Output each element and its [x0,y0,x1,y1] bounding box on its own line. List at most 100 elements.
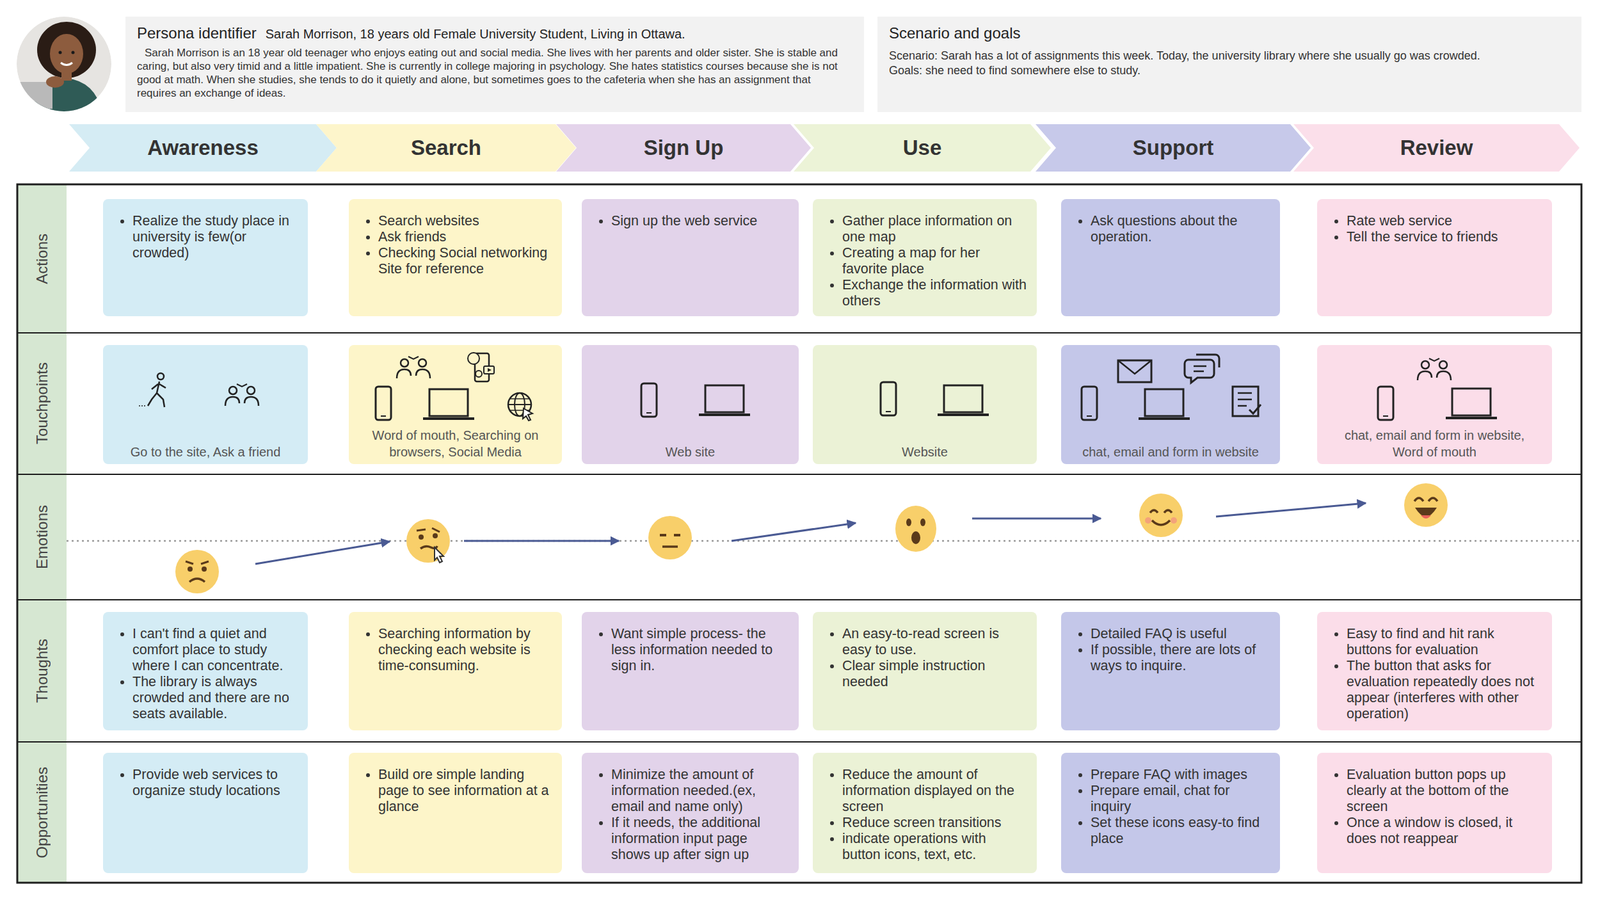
smiling-face [1150,510,1172,513]
grid-frame [17,473,1582,475]
chevron-fill [793,124,1051,172]
journey-card: Rate web serviceTell the service to frie… [1317,199,1552,317]
bullet-text: If it needs, the additional information … [611,814,790,863]
chevron-fill [556,124,811,172]
phase-title: Sign Up [643,135,724,160]
bullet-list: Ask questions about the operation. [1067,213,1272,246]
bullet-text: Realize the study place in university is… [132,213,299,262]
sad-face [187,566,193,572]
row-label-band: Emotions [17,474,67,600]
row-title: Touchpoints [33,362,52,445]
bullet-text: Set these icons easy-to find place [1090,814,1272,847]
row-label-band: Thoughts [17,599,67,742]
chevron-fill [316,124,576,172]
bullet-text: Gather place information on one map [842,213,1028,246]
bullet-list: Evaluation button pops up clearly at the… [1323,766,1544,847]
touchpoint-card: Word of mouth, Searching on browsers, So… [348,344,562,464]
surprised-face [911,531,921,544]
emotion-curve [255,541,390,564]
surprised-face [906,518,912,527]
smiling-face [1144,517,1152,524]
touchpoint-card: chat, email and form in website, Word of… [1317,344,1552,464]
phase-title: Review [1400,135,1474,160]
persona-photo [16,81,53,109]
confused-face [434,547,444,563]
bullet-list: Realize the study place in university is… [109,213,299,262]
box-heading: Persona identifier [136,24,257,42]
emotion-curve [972,517,1101,520]
bullet-text: The button that asks for evaluation repe… [1346,657,1544,722]
persona-photo [60,62,73,66]
journey-card: Build ore simple landing page to see inf… [348,752,562,873]
confused-face [406,519,450,563]
bullet-text: Minimize the amount of information neede… [611,766,790,815]
smiling-face [1170,517,1177,524]
phase-title: Awareness [147,135,259,160]
grid-frame [17,599,1582,601]
bullet-text: Tell the service to friends [1346,229,1544,246]
phase-chevron: Use [793,124,1051,172]
row-title: Emotions [33,504,52,569]
bullet-list: I can't find a quiet and comfort place t… [109,625,299,722]
smiling-face [1152,520,1170,525]
bullet-text: If possible, there are lots of ways to i… [1090,641,1272,674]
bullet-text: Search websites [378,213,553,230]
box-heading: Scenario and goals [888,24,1570,43]
confused-face [432,533,438,539]
bullet-list: Search websitesAsk friendsChecking Socia… [355,213,553,278]
phase-title: Support [1132,135,1214,160]
bullet-list: An easy-to-read screen is easy to use.Cl… [819,625,1028,690]
bullet-text: Clear simple instruction needed [842,657,1028,690]
persona-photo [30,78,103,116]
journey-card: Prepare FAQ with imagesPrepare email, ch… [1061,752,1280,873]
persona-photo [71,51,75,55]
touchpoint-text: chat, email and form in website [1082,443,1259,461]
journey-card: Detailed FAQ is usefulIf possible, there… [1061,611,1280,731]
bullet-text: Creating a map for her favorite place [842,245,1028,278]
grid-frame [17,184,1582,883]
bullet-text: Searching information by checking each w… [378,625,553,674]
confused-face [418,534,424,540]
bullet-text: Sign up the web service [611,213,790,230]
row-title: Thoughts [33,638,52,703]
bullet-text: Prepare FAQ with images [1090,766,1272,783]
chevron-fill [1293,124,1580,172]
phase-title: Search [410,135,482,160]
journey-card: Provide web services to organize study l… [103,752,308,873]
row-label-band: Opportunities [17,741,67,883]
surprised-face [920,518,926,527]
bullet-text: Ask friends [378,229,553,246]
bullet-text: indicate operations with button icons, t… [842,830,1028,863]
sad-face [175,549,219,594]
bullet-text: Reduce screen transitions [842,814,1028,831]
phase-chevron: Awareness [69,124,337,172]
phase-chevron: Support [1035,124,1311,172]
touchpoint-text: Go to the site, Ask a friend [130,443,281,461]
grid-frame [17,332,1582,334]
journey-card: Want simple process- the less informatio… [581,611,799,731]
row-label-band: Actions [17,184,67,333]
touchpoint-card: chat, email and form in website [1061,344,1280,464]
phase-chevron: Search [316,124,576,172]
bullet-text: Reduce the amount of information display… [842,766,1028,815]
bullet-text: Prepare email, chat for inquiry [1090,782,1272,815]
bullet-text: An easy-to-read screen is easy to use. [842,625,1028,658]
scenario-box: Scenario and goalsScenario: Sarah has a … [877,16,1582,112]
surprised-face [895,505,937,552]
touchpoint-card: Website [812,344,1037,464]
persona-photo [16,16,112,116]
persona-photo [16,16,112,116]
persona-box: Persona identifierSarah Morrison, 18 yea… [125,16,864,112]
bullet-list: Searching information by checking each w… [355,625,553,674]
touchpoint-card: Web site [581,344,799,464]
journey-card: Evaluation button pops up clearly at the… [1317,752,1552,873]
emotion-curve [731,522,856,541]
laughing-face [1414,497,1438,502]
journey-card: Reduce the amount of information display… [812,752,1037,873]
smiling-face [1139,493,1183,537]
bullet-text: Exchange the information with others [842,277,1028,310]
bullet-text: Build ore simple landing page to see inf… [378,766,553,815]
confused-face [420,545,438,549]
neutral-face [659,533,681,537]
